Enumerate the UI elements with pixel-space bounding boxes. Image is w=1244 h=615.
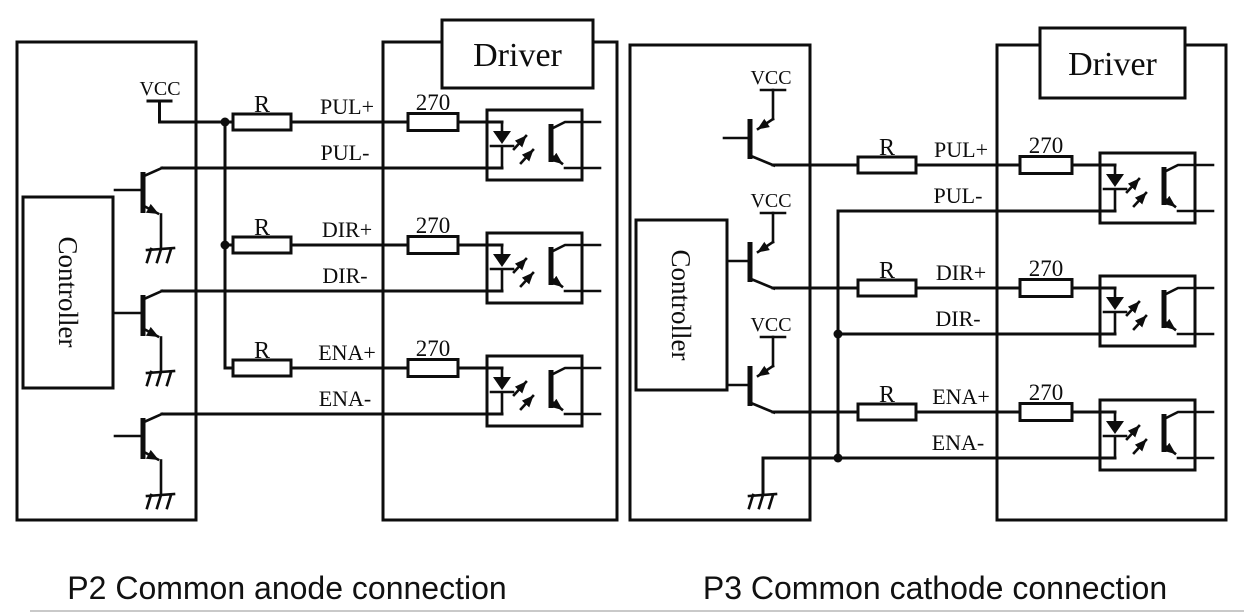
right-label-dir-minus: DIR- bbox=[935, 306, 980, 331]
left-resistor-r-pul bbox=[231, 112, 293, 132]
right-label-dir-plus: DIR+ bbox=[936, 260, 986, 285]
right-label-ena-minus: ENA- bbox=[932, 430, 985, 455]
right-r-label-ena: R bbox=[879, 382, 895, 408]
left-resistor-270-ena bbox=[406, 358, 460, 378]
optocoupler-pul-left bbox=[487, 110, 600, 180]
pnp-transistor-ena bbox=[724, 337, 785, 413]
right-r-label-pul: R bbox=[879, 135, 895, 161]
left-label-ena-minus: ENA- bbox=[319, 386, 372, 411]
optocoupler-pul-right bbox=[1100, 153, 1213, 223]
optocoupler-ena-right bbox=[1100, 400, 1213, 470]
right-controller-nameplate bbox=[634, 218, 729, 392]
left-label-dir-minus: DIR- bbox=[322, 263, 367, 288]
right-controller-title: Controller bbox=[666, 250, 696, 361]
right-vcc-label-3: VCC bbox=[750, 314, 791, 336]
junction-dot bbox=[833, 453, 843, 463]
left-vcc-label: VCC bbox=[139, 78, 180, 100]
left-driver-nameplate bbox=[440, 18, 595, 90]
pnp-transistor-dir bbox=[724, 213, 785, 289]
right-controller-box bbox=[628, 43, 812, 522]
junction-dot bbox=[220, 240, 230, 250]
right-resistor-r-dir bbox=[856, 278, 918, 298]
left-label-ena-plus: ENA+ bbox=[318, 340, 376, 365]
npn-transistor-pul bbox=[115, 168, 174, 262]
right-driver-title: Driver bbox=[1068, 46, 1157, 83]
left-controller-nameplate bbox=[21, 195, 115, 390]
right-driver-nameplate bbox=[1038, 26, 1187, 100]
right-resistor-r-pul bbox=[856, 155, 918, 175]
right-resistor-270-pul bbox=[1018, 155, 1074, 175]
right-resistor-270-dir bbox=[1018, 278, 1074, 298]
left-r-label-ena: R bbox=[254, 338, 270, 364]
left-caption: P2 Common anode connection bbox=[67, 570, 506, 606]
left-label-pul-plus: PUL+ bbox=[320, 94, 374, 119]
left-resistor-270-dir bbox=[406, 235, 460, 255]
left-r-label-dir: R bbox=[254, 215, 270, 241]
right-270-label-pul: 270 bbox=[1029, 133, 1064, 158]
right-resistor-r-ena bbox=[856, 402, 918, 422]
right-diagram: VCC VCC VCC R R R 270 270 270 bbox=[628, 26, 1228, 606]
left-resistor-270-pul bbox=[406, 112, 460, 132]
right-vcc-label-2: VCC bbox=[750, 190, 791, 212]
left-270-label-dir: 270 bbox=[416, 213, 451, 238]
right-label-pul-minus: PUL- bbox=[934, 183, 983, 208]
right-r-label-dir: R bbox=[879, 258, 895, 284]
junction-dot bbox=[833, 329, 843, 339]
right-270-label-ena: 270 bbox=[1029, 380, 1064, 405]
left-270-label-ena: 270 bbox=[416, 336, 451, 361]
right-label-pul-plus: PUL+ bbox=[934, 137, 988, 162]
left-controller-box bbox=[15, 40, 198, 522]
right-label-ena-plus: ENA+ bbox=[932, 384, 990, 409]
optocoupler-ena-left bbox=[487, 356, 600, 426]
optocoupler-dir-left bbox=[487, 233, 600, 303]
ground-icon bbox=[747, 492, 778, 510]
right-caption: P3 Common cathode connection bbox=[703, 570, 1167, 606]
left-resistor-r-dir bbox=[231, 235, 293, 255]
right-vcc-label-1: VCC bbox=[750, 67, 791, 89]
left-270-label-pul: 270 bbox=[416, 90, 451, 115]
left-label-dir-plus: DIR+ bbox=[322, 217, 372, 242]
right-resistor-270-ena bbox=[1018, 402, 1074, 422]
optocoupler-dir-right bbox=[1100, 276, 1213, 346]
pnp-transistor-pul bbox=[724, 90, 785, 166]
left-r-label-pul: R bbox=[254, 92, 270, 118]
left-label-pul-minus: PUL- bbox=[321, 140, 370, 165]
npn-transistor-ena bbox=[115, 414, 174, 508]
junction-dot bbox=[220, 117, 230, 127]
left-controller-title: Controller bbox=[53, 237, 83, 348]
npn-transistor-dir bbox=[115, 291, 174, 385]
left-diagram: VCC R R R 270 270 270 PUL+ PUL- DIR+ DIR… bbox=[15, 18, 619, 606]
left-driver-title: Driver bbox=[473, 37, 562, 74]
right-270-label-dir: 270 bbox=[1029, 256, 1064, 281]
left-resistor-r-ena bbox=[231, 358, 293, 378]
